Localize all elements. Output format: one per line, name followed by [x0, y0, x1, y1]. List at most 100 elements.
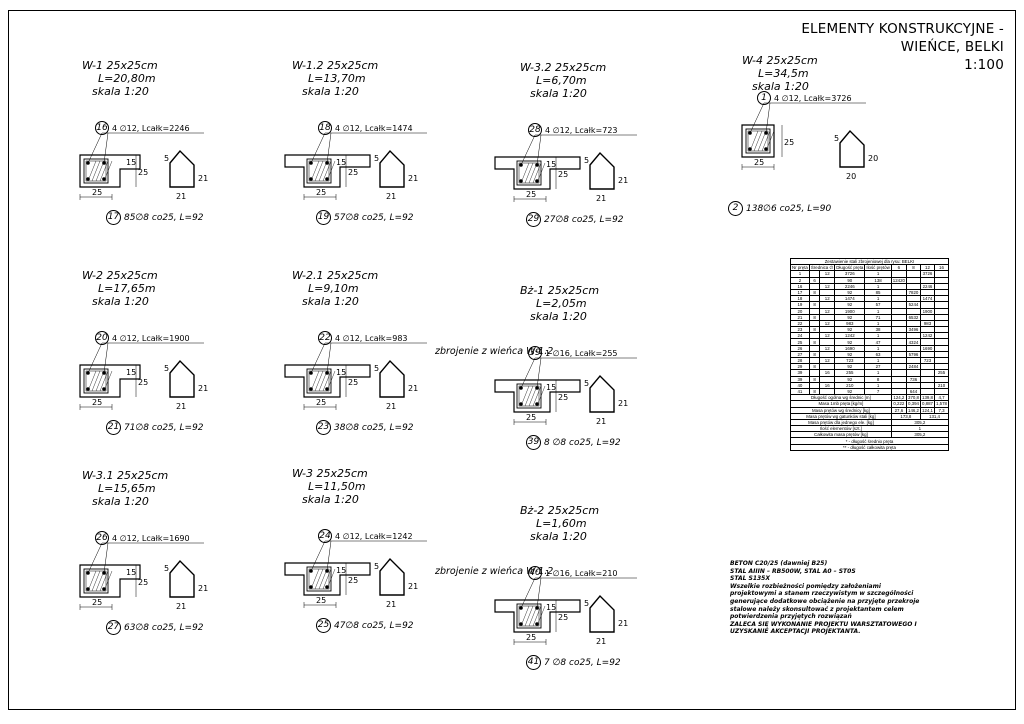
detail-scale: skala 1:20 [302, 493, 359, 506]
title-line-1: ELEMENTY KONSTRUKCYJNE - [801, 21, 1004, 37]
stirrup-width-dim: 21 [386, 192, 397, 201]
section-drawing [494, 357, 637, 425]
table-cell: Długość pręta [834, 264, 866, 272]
detail-length: L=34,5m [758, 67, 809, 80]
dimension-height: 25 [138, 168, 149, 177]
detail-title: W-3.1 25x25cm [82, 469, 169, 482]
dimension-width: 25 [316, 596, 327, 605]
stirrup-width-dim: 21 [176, 602, 187, 611]
stirrup-spec: 85∅8 co25, L=92 [124, 213, 204, 223]
stirrup-mark: 21 [106, 420, 121, 435]
stirrup-hook-dim: 5 [834, 134, 840, 143]
stirrup-hook-dim: 5 [164, 154, 170, 163]
rebar-spec: 4 ∅12, Lcałk=1474 [335, 124, 413, 133]
table-cell: 124,1 [920, 406, 935, 414]
dimension-flange: 15 [546, 603, 557, 612]
rebar-mark: 18 [318, 121, 332, 135]
rebar-spec: 4 ∅12, Lcałk=983 [335, 334, 408, 343]
dimension-width: 25 [316, 188, 327, 197]
detail-scale: skala 1:20 [92, 295, 149, 308]
stirrup-spec: 7 ∅8 co25, L=92 [544, 658, 621, 668]
dimension-width: 25 [92, 398, 103, 407]
note-line: generujące dodatkowe obciążenie na przyj… [730, 597, 920, 605]
rebar-spec: 4 ∅12, Lcałk=723 [545, 126, 618, 135]
stirrup-width-dim: 21 [596, 637, 607, 646]
dimension-flange: 15 [336, 368, 347, 377]
dimension-height: 25 [138, 378, 149, 387]
stirrup-mark: 41 [526, 655, 541, 670]
stirrup-hook-dim: 5 [374, 364, 380, 373]
stirrup-height-dim: 21 [618, 176, 629, 185]
section-drawing [741, 102, 866, 170]
detail-title: W-1.2 25x25cm [292, 59, 379, 72]
section-drawing [494, 134, 637, 202]
detail-length: L=15,65m [98, 482, 156, 495]
general-notes: BETON C20/25 (dawniej B25)STAL AIIIN – R… [730, 560, 919, 636]
stirrup-hook-dim: 5 [584, 156, 590, 165]
rebar-mark: 16 [95, 121, 109, 135]
detail-scale: skala 1:20 [92, 495, 149, 508]
title-line-2: WIEŃCE, BELKI [900, 39, 1004, 55]
detail-scale: skala 1:20 [752, 80, 809, 93]
dimension-height: 25 [784, 138, 795, 147]
note-line: STAL AIIIN – RB500W, STAL A0 – ST0S [730, 567, 856, 575]
dimension-flange: 15 [126, 368, 137, 377]
stirrup-hook-dim: 5 [584, 599, 590, 608]
side-note: zbrojenie z wieńca W-1.2 [435, 346, 554, 357]
dimension-width: 25 [754, 158, 765, 167]
stirrup-height-dim: 21 [198, 384, 209, 393]
stirrup-width-dim: 21 [176, 402, 187, 411]
stirrup-mark: 29 [526, 212, 541, 227]
dimension-flange: 15 [546, 160, 557, 169]
stirrup-mark: 27 [106, 620, 121, 635]
note-line: STAL S135X [730, 575, 770, 583]
stirrup-mark: 23 [316, 420, 331, 435]
rebar-mark: 39 [528, 346, 542, 360]
dimension-flange: 15 [126, 568, 137, 577]
stirrup-height-dim: 20 [868, 154, 879, 163]
detail-scale: skala 1:20 [530, 530, 587, 543]
stirrup-spec: 38∅8 co25, L=92 [334, 423, 414, 433]
stirrup-hook-dim: 5 [584, 379, 590, 388]
stirrup-spec: 57∅8 co25, L=92 [334, 213, 414, 223]
stirrup-spec: 63∅8 co25, L=92 [124, 623, 204, 633]
dimension-height: 25 [558, 613, 569, 622]
table-cell: 12420 [890, 276, 908, 284]
note-line: ZALECA SIĘ WYKONANIE PROJEKTU WARSZTATOW… [730, 620, 917, 628]
stirrup-hook-dim: 5 [374, 562, 380, 571]
stirrup-width-dim: 21 [386, 402, 397, 411]
table-footnote: ** - długość całkowita pręta [790, 443, 949, 451]
section-drawing [494, 577, 637, 645]
detail-length: L=6,70m [536, 74, 587, 87]
table-cell: Ilość prętów [864, 264, 892, 272]
section-drawing [79, 542, 204, 610]
note-line: potwierdzenia przyjętych rozwiązań [730, 613, 852, 621]
table-cell: 124,2 [890, 394, 908, 402]
table-cell: 139,8 [920, 394, 935, 402]
rebar-mark: 22 [318, 331, 332, 345]
stirrup-spec: 71∅8 co25, L=92 [124, 423, 204, 433]
detail-title: W-3 25x25cm [292, 467, 368, 480]
section-drawing [284, 540, 427, 608]
stirrup-height-dim: 21 [618, 619, 629, 628]
table-cell: 146,2 [906, 406, 921, 414]
stirrup-height-dim: 21 [198, 174, 209, 183]
detail-scale: skala 1:20 [92, 85, 149, 98]
detail-title: W-2 25x25cm [82, 269, 158, 282]
section-drawing [284, 132, 427, 200]
steel-schedule-table: Zestawienie stali zbrojeniowej dla rysu:… [790, 257, 950, 451]
detail-length: L=9,10m [308, 282, 359, 295]
dimension-height: 25 [138, 578, 149, 587]
table-cell: 1,578 [934, 400, 949, 408]
rebar-mark: 24 [318, 529, 332, 543]
